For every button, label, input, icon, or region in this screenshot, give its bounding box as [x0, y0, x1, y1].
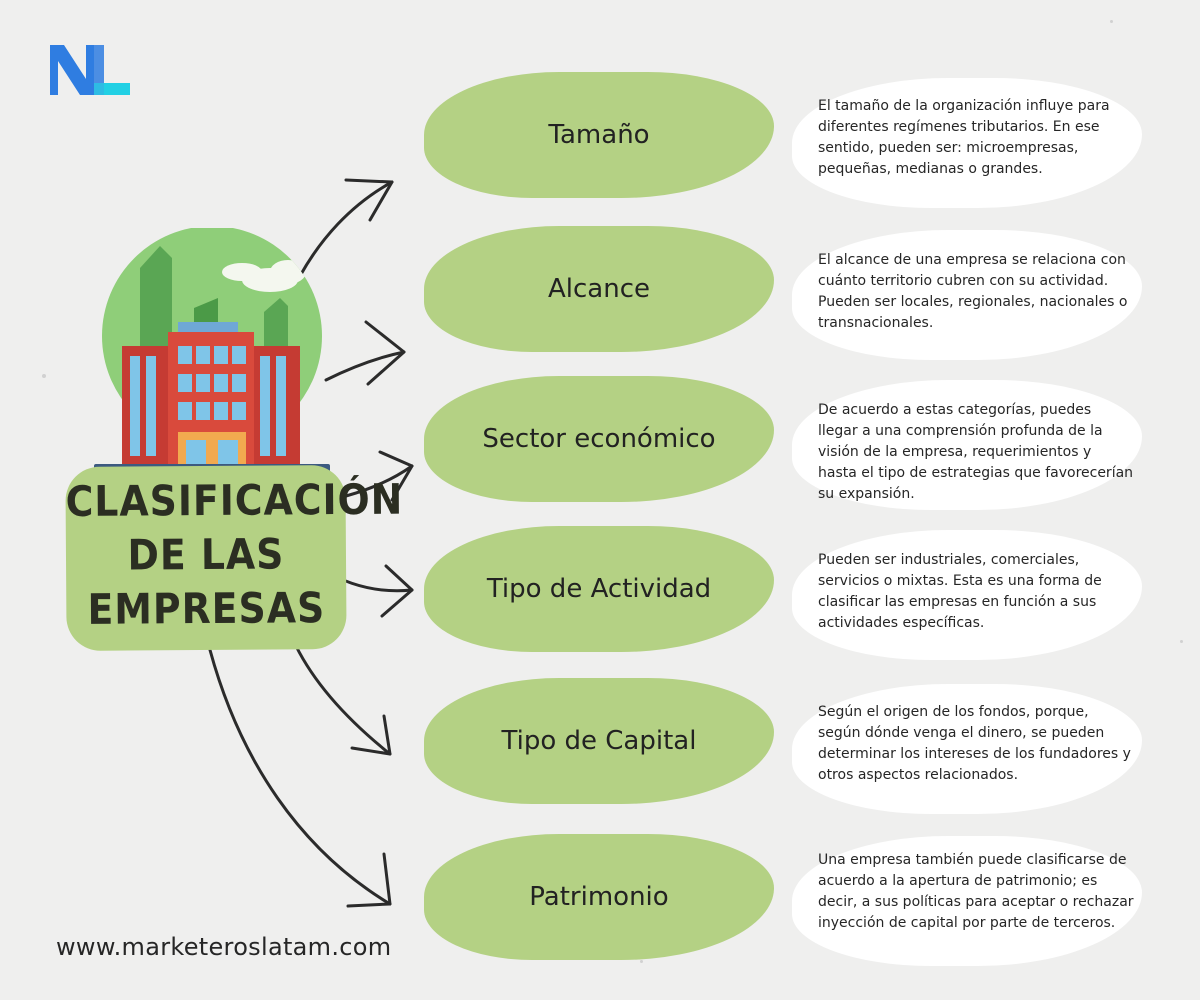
- category-label: Tamaño: [548, 120, 650, 150]
- arrow-icon: [364, 320, 406, 386]
- arrow-icon: [344, 464, 414, 498]
- category-label: Sector económico: [482, 424, 716, 454]
- category-pill-sector-economico: Sector económico: [424, 376, 774, 502]
- arrow-icon: [324, 350, 406, 382]
- arrow-icon: [294, 644, 392, 756]
- description-bubble: Según el origen de los fondos, porque, s…: [792, 684, 1142, 814]
- title-line: CLASIFICACIÓN: [65, 474, 404, 526]
- description-bubble: El alcance de una empresa se relaciona c…: [792, 230, 1142, 360]
- category-label: Tipo de Capital: [501, 726, 697, 756]
- category-pill-tipo-de-capital: Tipo de Capital: [424, 678, 774, 804]
- description-text: El tamaño de la organización influye par…: [818, 98, 1110, 177]
- paper-texture-speck: [640, 960, 643, 963]
- description-text: El alcance de una empresa se relaciona c…: [818, 252, 1128, 331]
- arrow-icon: [344, 178, 394, 222]
- category-pill-tipo-de-actividad: Tipo de Actividad: [424, 526, 774, 652]
- description-bubble: El tamaño de la organización influye par…: [792, 78, 1142, 208]
- arrow-icon: [380, 564, 414, 618]
- arrow-icon: [346, 852, 392, 908]
- description-text: Según el origen de los fondos, porque, s…: [818, 704, 1131, 783]
- paper-texture-speck: [1180, 640, 1183, 643]
- city-building-icon: [94, 228, 330, 472]
- category-label: Alcance: [547, 274, 650, 304]
- description-text: Una empresa también puede clasificarse d…: [818, 852, 1134, 931]
- category-label: Tipo de Actividad: [486, 574, 712, 604]
- arrow-icon: [378, 450, 414, 502]
- category-pill-alcance: Alcance: [424, 226, 774, 352]
- category-pill-patrimonio: Patrimonio: [424, 834, 774, 960]
- arrow-icon: [208, 648, 392, 906]
- category-label: Patrimonio: [529, 882, 669, 912]
- footer-url: www.marketeroslatam.com: [56, 933, 392, 961]
- description-text: De acuerdo a estas categorías, puedes ll…: [818, 402, 1134, 502]
- category-pill-tamano: Tamaño: [424, 72, 774, 198]
- title-box: CLASIFICACIÓN DE LAS EMPRESAS: [65, 465, 404, 651]
- brand-logo-icon: [50, 45, 130, 95]
- description-bubble: Pueden ser industriales, comerciales, se…: [792, 530, 1142, 660]
- description-bubble: Una empresa también puede clasificarse d…: [792, 836, 1142, 966]
- description-text: Pueden ser industriales, comerciales, se…: [818, 552, 1102, 631]
- paper-texture-speck: [42, 374, 46, 378]
- arrow-icon: [298, 180, 394, 278]
- title-line: EMPRESAS: [87, 583, 326, 634]
- paper-texture-speck: [1110, 20, 1113, 23]
- arrow-icon: [350, 714, 392, 756]
- title-line: DE LAS: [127, 529, 285, 580]
- description-bubble: De acuerdo a estas categorías, puedes ll…: [792, 380, 1142, 510]
